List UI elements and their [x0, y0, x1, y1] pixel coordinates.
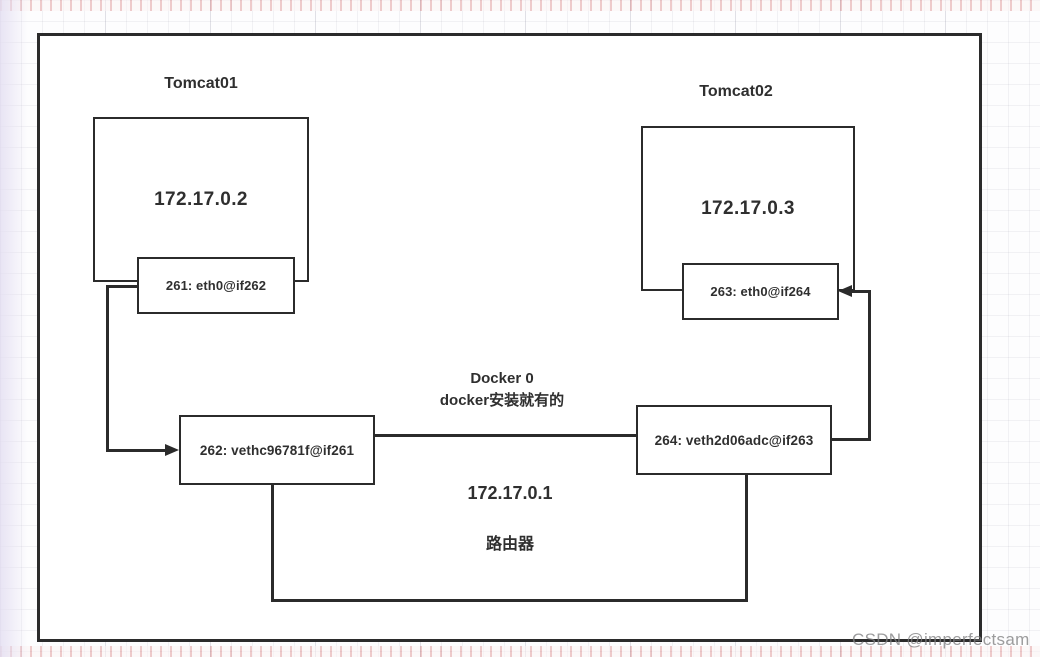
tomcat02-ip: 172.17.0.3	[701, 197, 795, 219]
tomcat01-ip: 172.17.0.2	[154, 188, 248, 210]
docker0-label-block: Docker 0 docker安装就有的	[392, 368, 612, 412]
veth-box-264: 264: veth2d06adc@if263	[636, 405, 832, 475]
veth-264-label: 264: veth2d06adc@if263	[654, 432, 814, 448]
eth-box-263: 263: eth0@if264	[682, 263, 839, 320]
connector-263-top-stub	[851, 290, 871, 293]
connector-261-horizontal	[106, 449, 168, 452]
docker0-name: Docker 0	[470, 370, 534, 387]
veth-box-262: 262: vethc96781f@if261	[179, 415, 375, 485]
connector-264-263-vertical	[868, 290, 871, 441]
csdn-watermark: CSDN @imperfectsam	[852, 630, 1030, 649]
grid-tint-left	[0, 0, 28, 657]
veth-262-label: 262: vethc96781f@if261	[199, 442, 355, 458]
eth-263-label: 263: eth0@if264	[710, 284, 811, 299]
connector-264-right-stub	[830, 438, 871, 441]
arrowhead-left-icon	[838, 285, 852, 297]
docker0-ip: 172.17.0.1	[467, 483, 553, 503]
tomcat01-container-box: 172.17.0.2	[93, 117, 309, 282]
eth-box-261: 261: eth0@if262	[137, 257, 295, 314]
grid-accent-strip-top	[0, 0, 1040, 11]
eth-261-label: 261: eth0@if262	[165, 278, 267, 293]
connector-261-stub	[106, 285, 138, 288]
connector-u-right-vertical	[745, 473, 748, 602]
tomcat02-title: Tomcat02	[699, 83, 773, 100]
tomcat01-title: Tomcat01	[164, 75, 238, 92]
grid-accent-strip-bottom	[0, 646, 1040, 657]
docker0-role: 路由器	[485, 536, 534, 553]
connector-261-vertical	[106, 285, 109, 451]
arrowhead-right-icon	[165, 444, 179, 456]
connector-u-left-vertical	[271, 484, 274, 602]
connector-262-264-direct	[374, 434, 637, 437]
docker0-note: docker安装就有的	[439, 392, 565, 409]
connector-u-bottom	[271, 599, 748, 602]
